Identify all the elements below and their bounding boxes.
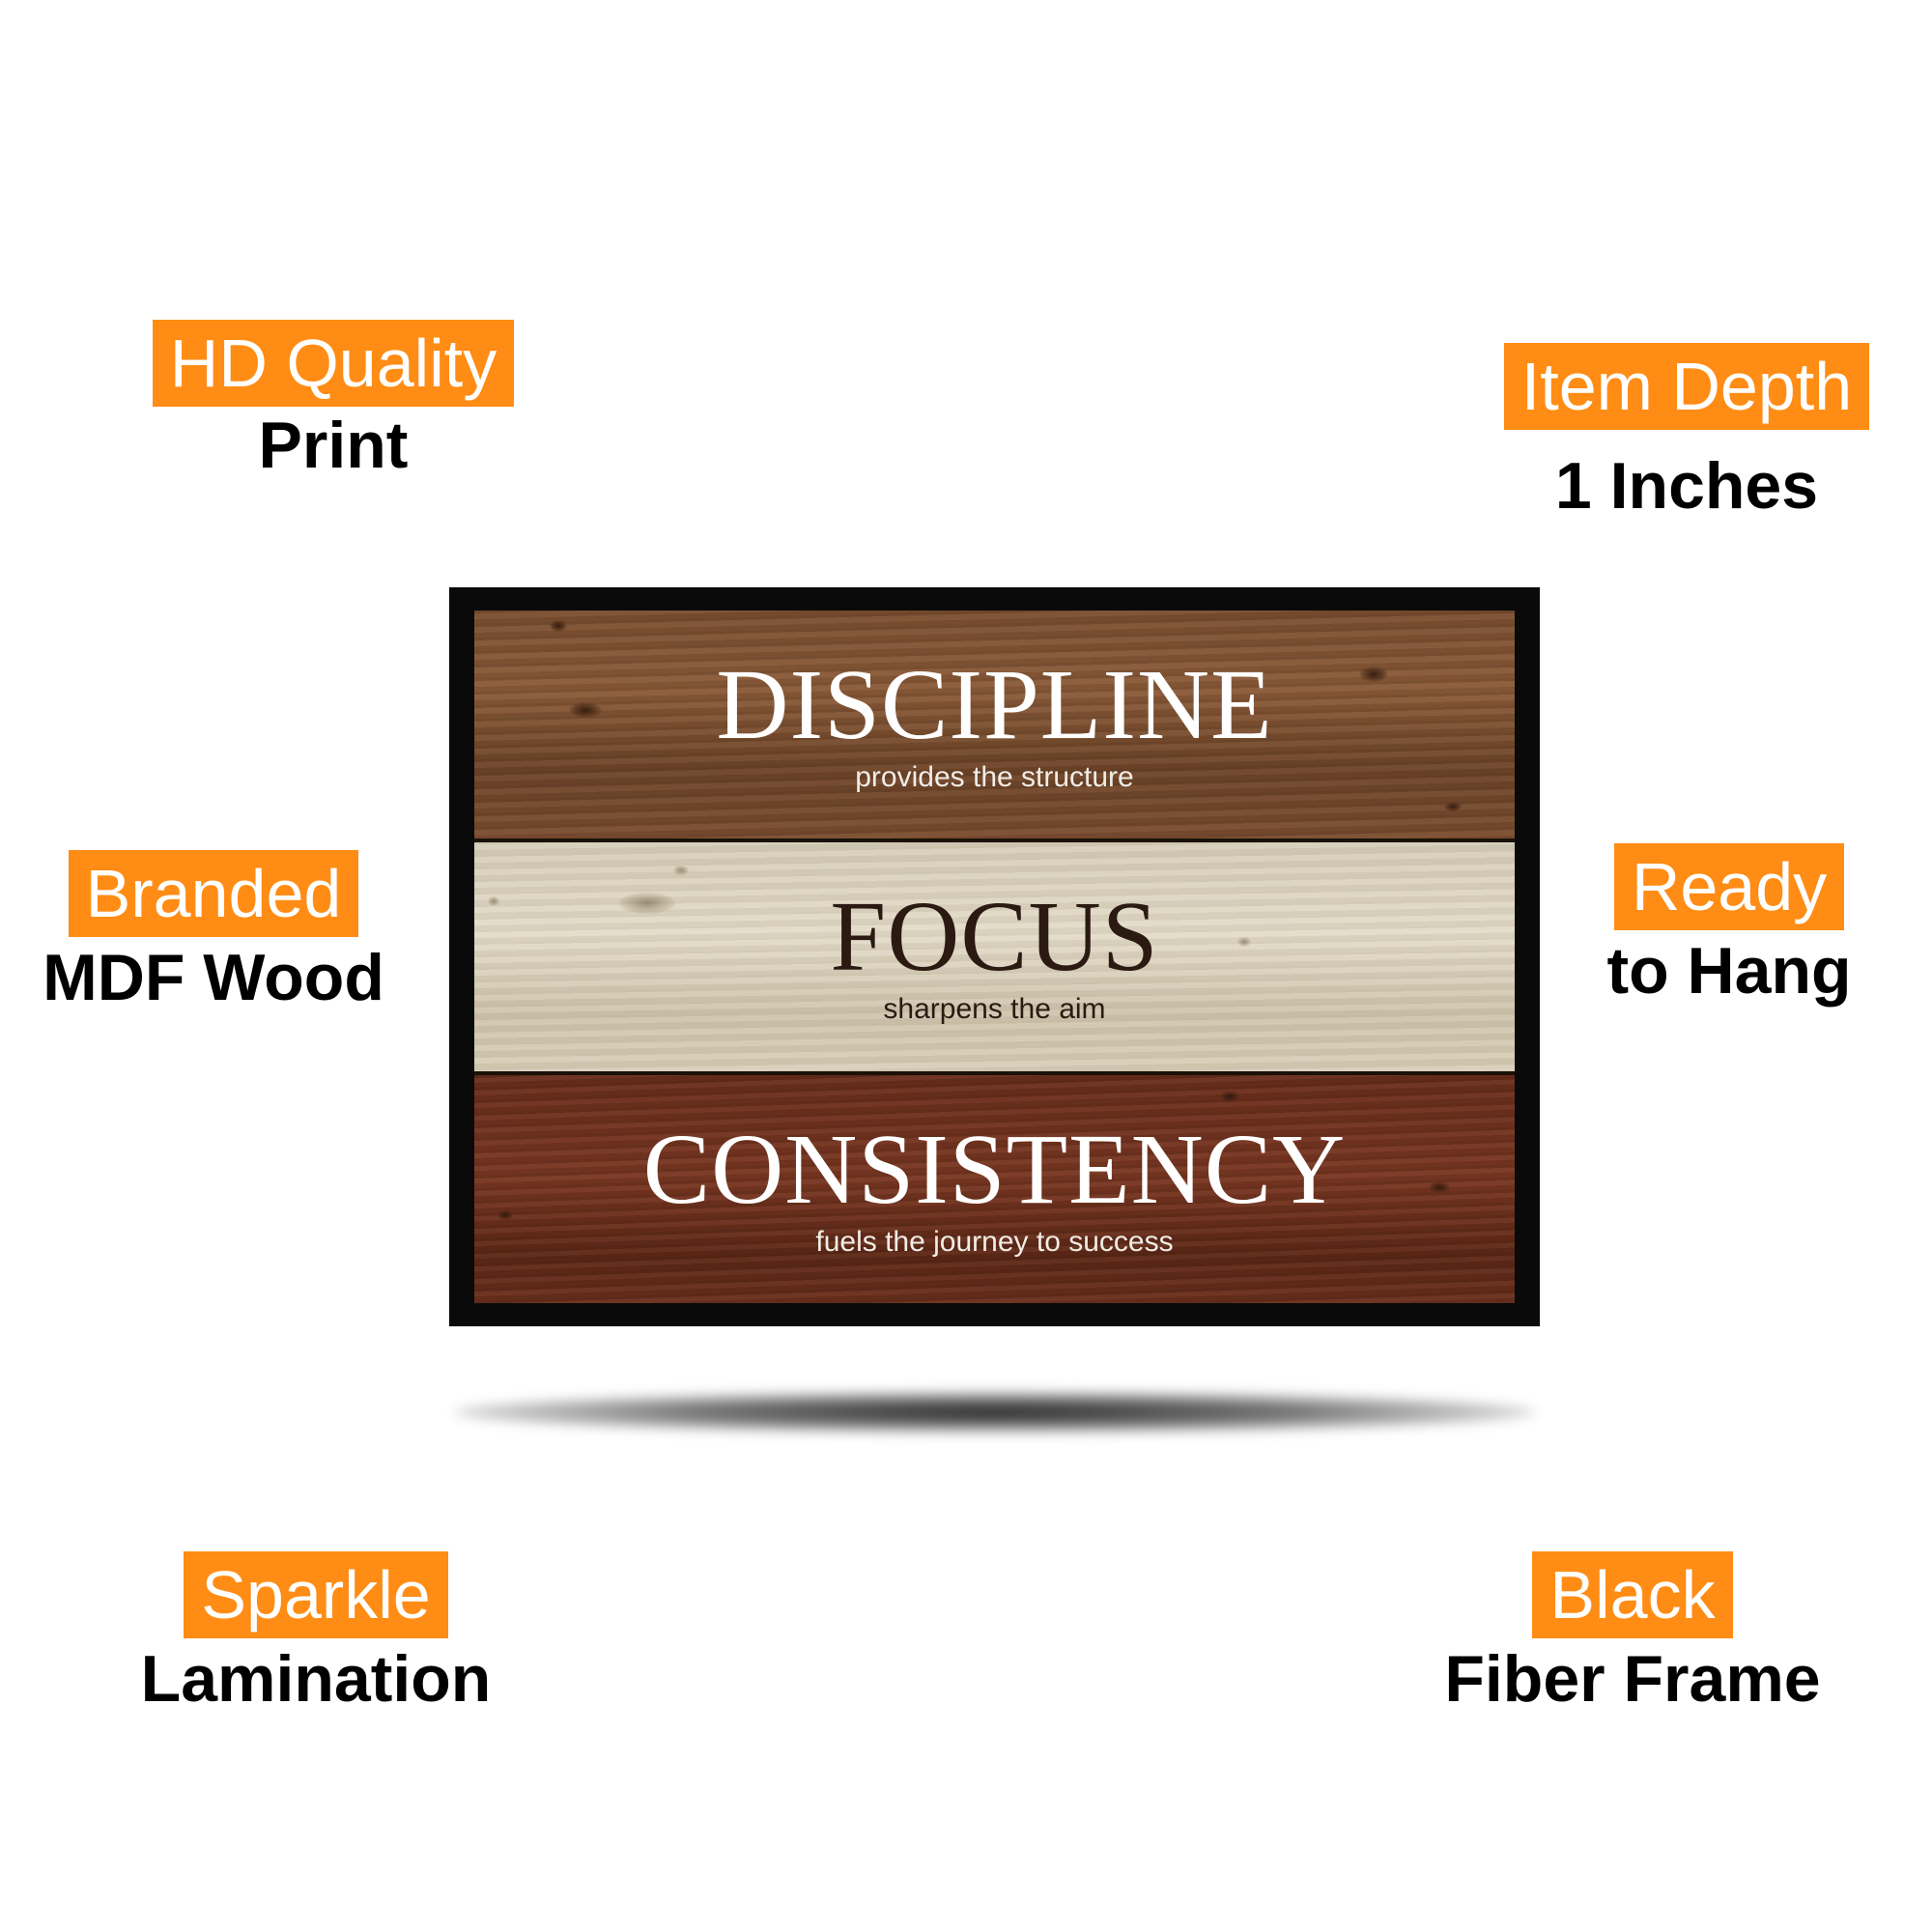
feature-badge: Item Depth bbox=[1503, 343, 1870, 430]
feature-caption: Print bbox=[258, 409, 409, 482]
plank-focus: FOCUS sharpens the aim bbox=[474, 838, 1515, 1071]
plank-discipline: DISCIPLINE provides the structure bbox=[474, 611, 1515, 839]
wood-knot bbox=[1444, 802, 1462, 811]
poster-frame: DISCIPLINE provides the structure FOCUS … bbox=[449, 587, 1540, 1326]
plank-consistency: CONSISTENCY fuels the journey to success bbox=[474, 1070, 1515, 1303]
feature-caption: MDF Wood bbox=[43, 941, 384, 1014]
wood-knot bbox=[673, 866, 689, 876]
feature-caption: Fiber Frame bbox=[1444, 1642, 1821, 1716]
wood-knot bbox=[1359, 667, 1388, 682]
subline: fuels the journey to success bbox=[815, 1225, 1174, 1258]
wood-knot bbox=[497, 1209, 513, 1220]
feature-badge: Sparkle bbox=[184, 1551, 448, 1638]
subline: sharpens the aim bbox=[883, 993, 1106, 1026]
headline: CONSISTENCY bbox=[642, 1113, 1347, 1225]
feature-mdf-wood: Branded MDF Wood bbox=[25, 850, 402, 1016]
feature-black-fiber-frame: Black Fiber Frame bbox=[1430, 1551, 1835, 1718]
wood-knot bbox=[1237, 937, 1251, 948]
subline: provides the structure bbox=[855, 761, 1134, 794]
wood-knot bbox=[1429, 1180, 1450, 1193]
feature-badge: Branded bbox=[68, 850, 359, 937]
floor-shadow bbox=[454, 1391, 1536, 1434]
feature-badge: Ready bbox=[1613, 843, 1845, 930]
headline: DISCIPLINE bbox=[716, 649, 1273, 761]
feature-badge: HD Quality bbox=[152, 320, 515, 407]
wood-knot bbox=[488, 896, 499, 907]
feature-badge: Black bbox=[1532, 1551, 1733, 1638]
feature-item-depth: Item Depth 1 Inches bbox=[1495, 343, 1878, 525]
feature-ready-to-hang: Ready to Hang bbox=[1589, 843, 1869, 1009]
poster-panel: DISCIPLINE provides the structure FOCUS … bbox=[474, 611, 1515, 1303]
wood-knot bbox=[550, 620, 567, 632]
feature-caption: Lamination bbox=[140, 1642, 492, 1716]
wood-knot bbox=[569, 702, 602, 718]
feature-caption: to Hang bbox=[1606, 934, 1852, 1008]
feature-caption: 1 Inches bbox=[1554, 449, 1819, 523]
headline: FOCUS bbox=[830, 881, 1159, 993]
wood-knot bbox=[1220, 1090, 1239, 1102]
wood-knot bbox=[619, 893, 675, 915]
feature-hd-quality: HD Quality Print bbox=[120, 320, 547, 484]
feature-sparkle-lamination: Sparkle Lamination bbox=[126, 1551, 506, 1718]
